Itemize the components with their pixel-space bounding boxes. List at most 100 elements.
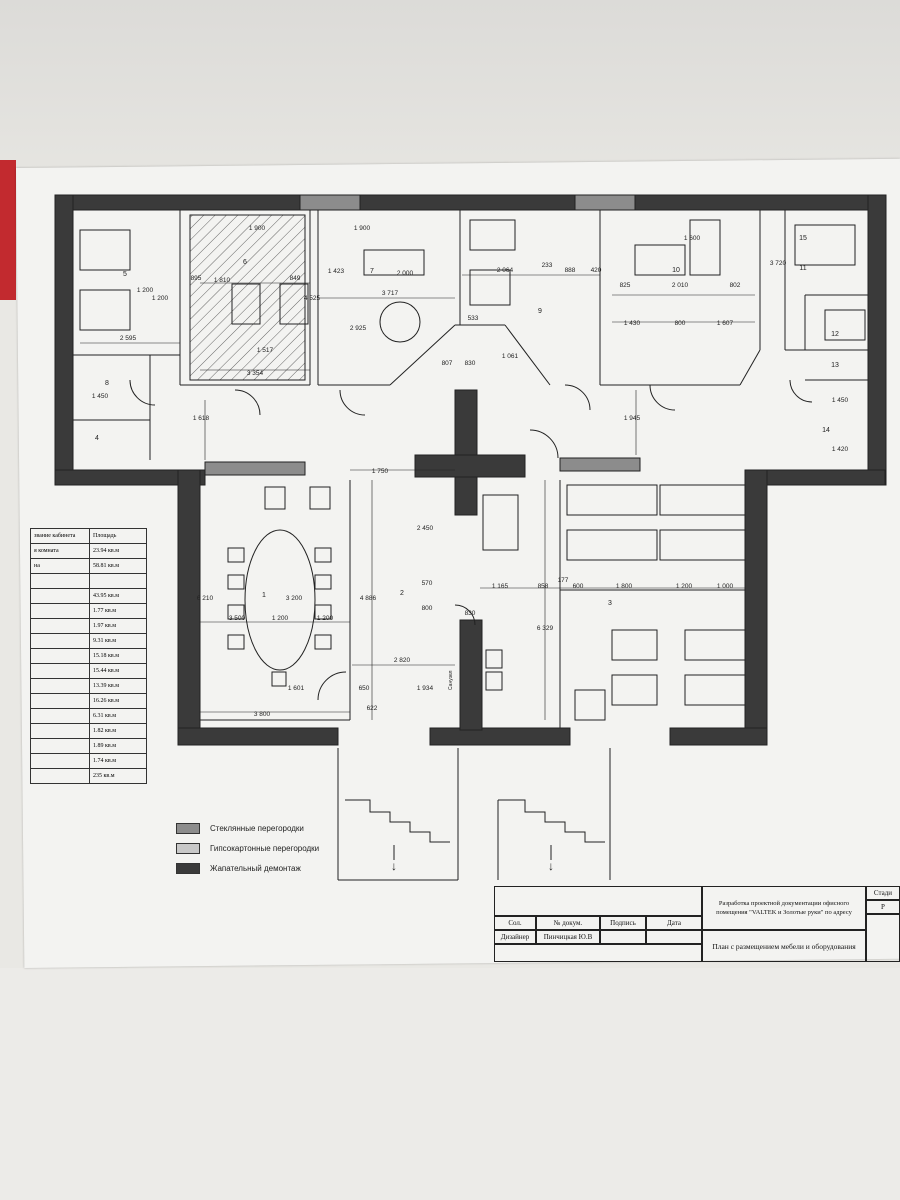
table-row: 1.74 кв.м	[30, 753, 147, 769]
room-label-1: 1	[262, 592, 266, 599]
designer-sign	[600, 930, 646, 944]
dimension-label: 3 200	[286, 595, 303, 602]
designer-date	[646, 930, 702, 944]
table-cell: 13.39 кв.м	[89, 678, 147, 694]
desks	[79, 219, 866, 721]
wall-north	[54, 194, 886, 211]
dimension-label: 1 200	[137, 287, 154, 294]
table-cell	[30, 768, 90, 784]
dimension-label: 1 800	[616, 583, 633, 590]
table-row: 1.97 кв.м	[30, 618, 147, 634]
table-cell	[30, 618, 90, 634]
dimension-label: 6 329	[537, 625, 554, 632]
glass-partition-3	[299, 194, 361, 211]
legend-item-demolition: Жапательный демонтаж	[176, 858, 319, 878]
dimension-label: 570	[422, 580, 433, 587]
table-row: 9.31 кв.м	[30, 633, 147, 649]
col-sol: Сол.	[494, 916, 536, 930]
dimension-label: 2 450	[417, 525, 434, 532]
wc-label: Санузел	[448, 670, 454, 690]
wall-east-upper	[867, 194, 887, 486]
table-row: 43.95 кв.м	[30, 588, 147, 604]
room-label-2: 2	[400, 590, 404, 597]
table-cell	[30, 738, 90, 754]
project-title: Разработка проектной документации офисно…	[702, 886, 866, 930]
dimension-label: 420	[591, 267, 602, 274]
dimension-label: 1 200	[152, 295, 169, 302]
stair-arrow-right-icon: ↓	[548, 859, 554, 873]
dimension-label: 3 720	[770, 260, 787, 267]
table-cell: 23.94 кв.м	[89, 543, 147, 559]
room-label-10: 10	[672, 267, 680, 274]
table-cell	[30, 603, 90, 619]
dimension-label: 3 717	[382, 290, 399, 297]
stairs	[337, 748, 611, 881]
title-block-empty-2	[494, 944, 702, 962]
room-label-8: 8	[105, 380, 109, 387]
dimension-label: 1 450	[832, 397, 849, 404]
dimension-label: 3 354	[247, 370, 264, 377]
wall-south-1	[177, 727, 339, 746]
dimension-label: 1 607	[717, 320, 734, 327]
legend-swatch	[176, 842, 200, 854]
legend-label: Гипсокартонные перегородки	[210, 843, 320, 853]
table-cell: 16.26 кв.м	[89, 693, 147, 709]
dimension-label: 807	[442, 360, 453, 367]
room-label-7: 7	[370, 268, 374, 275]
legend-item-gypsum: Гипсокартонные перегородки	[176, 838, 319, 858]
table-cell: 58.81 кв.м	[89, 558, 147, 574]
dimension-label: 177	[558, 577, 569, 584]
dimension-label: 2 000	[397, 270, 414, 277]
title-block: Разработка проектной документации офисно…	[494, 886, 900, 962]
wall-south-3	[669, 727, 768, 746]
dimension-label: 533	[468, 315, 479, 322]
dimension-label: 2 595	[120, 335, 137, 342]
table-row: 1.82 кв.м	[30, 723, 147, 739]
table-row	[30, 573, 147, 589]
wall-center-column	[454, 389, 478, 516]
table-cell	[30, 723, 90, 739]
dimension-label: 1 900	[249, 225, 266, 232]
wall-west-upper	[54, 194, 74, 486]
dimension-label: 6 210	[197, 595, 214, 602]
dimension-label: 2 064	[497, 267, 514, 274]
dimension-label: 2 925	[350, 325, 367, 332]
dimension-label: 802	[730, 282, 741, 289]
table-row: 15.18 кв.м	[30, 648, 147, 664]
dimension-label: 1 450	[92, 393, 109, 400]
legend-swatch	[176, 822, 200, 834]
dimension-label: 650	[359, 685, 370, 692]
legend-label: Жапательный демонтаж	[210, 863, 301, 873]
dimension-label: 1 600	[684, 235, 701, 242]
red-edge	[0, 160, 16, 300]
col-doc: № докум.	[536, 916, 600, 930]
dimension-label: 825	[620, 282, 631, 289]
table-cell: я комната	[30, 543, 90, 559]
dimension-label: 3 500	[229, 615, 246, 622]
table-cell	[30, 663, 90, 679]
col-sign: Подпись	[600, 916, 646, 930]
table-header-row: звание кабинета Площадь	[30, 528, 147, 544]
table-cell	[30, 633, 90, 649]
dimension-label: 1 900	[354, 225, 371, 232]
room-label-12: 12	[831, 331, 839, 338]
table-cell	[30, 753, 90, 769]
table-cell: 9.31 кв.м	[89, 633, 147, 649]
table-cell	[30, 588, 90, 604]
dimension-label: 600	[573, 583, 584, 590]
dimension-label: 1 165	[492, 583, 509, 590]
title-block-empty	[494, 886, 702, 916]
dimension-label: 858	[538, 583, 549, 590]
dimension-label: 4 886	[360, 595, 377, 602]
table-cell: 1.97 кв.м	[89, 618, 147, 634]
dimension-label: 1 945	[624, 415, 641, 422]
dimension-label: 1 200	[676, 583, 693, 590]
wall-west-lower	[177, 469, 201, 746]
dimension-label: 895	[191, 275, 202, 282]
table-cell: 1.89 кв.м	[89, 738, 147, 754]
table-cell: 1.77 кв.м	[89, 603, 147, 619]
title-block-empty-3	[866, 914, 900, 962]
legend: Стеклянные перегородки Гипсокартонные пе…	[176, 818, 319, 878]
stage-value: Р	[866, 900, 900, 914]
